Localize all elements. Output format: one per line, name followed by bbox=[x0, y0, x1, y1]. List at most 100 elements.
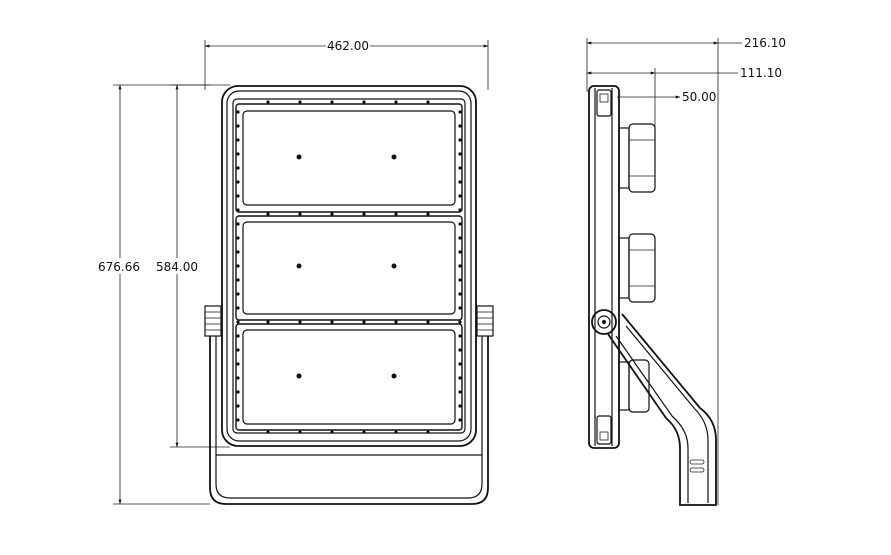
side-clip-bottom bbox=[596, 415, 612, 445]
pivot-knob bbox=[591, 309, 617, 335]
screw-dot bbox=[330, 320, 334, 324]
side-mid-label: 111.10 bbox=[740, 66, 782, 80]
lens-dot bbox=[296, 154, 302, 160]
front-view: 462.00 676.66 584.00 bbox=[96, 38, 494, 505]
screw-dot bbox=[266, 212, 270, 216]
screw-dot bbox=[236, 376, 240, 380]
screw-dot bbox=[458, 278, 462, 282]
screw-dot bbox=[394, 320, 398, 324]
screw-dot bbox=[236, 278, 240, 282]
screw-dot bbox=[298, 100, 302, 104]
screw-dot bbox=[426, 100, 430, 104]
screw-dot bbox=[236, 194, 240, 198]
screw-dot bbox=[236, 292, 240, 296]
dimension-side-mid: 111.10 bbox=[586, 66, 782, 128]
screw-dot bbox=[426, 212, 430, 216]
lens-dot bbox=[391, 263, 397, 269]
screw-dot bbox=[458, 124, 462, 128]
screw-dot bbox=[362, 430, 366, 434]
body-height-label: 584.00 bbox=[156, 260, 198, 274]
screw-dot bbox=[362, 320, 366, 324]
screw-dot bbox=[362, 100, 366, 104]
screw-dot bbox=[330, 212, 334, 216]
screw-dot bbox=[458, 152, 462, 156]
screw-dot bbox=[458, 306, 462, 310]
screw-dot bbox=[458, 404, 462, 408]
side-clip-top bbox=[596, 89, 612, 117]
screw-dot bbox=[458, 166, 462, 170]
side-housing bbox=[588, 85, 620, 449]
screw-dot bbox=[394, 100, 398, 104]
side-view: 216.10 111.10 50.00 bbox=[586, 36, 786, 506]
screw-dot bbox=[236, 418, 240, 422]
screw-dot bbox=[236, 306, 240, 310]
mounting-bracket bbox=[204, 305, 494, 505]
screw-dot bbox=[362, 212, 366, 216]
screw-dot bbox=[458, 348, 462, 352]
screw-dot bbox=[236, 334, 240, 338]
screw-dot bbox=[458, 180, 462, 184]
screw-dot bbox=[236, 124, 240, 128]
housing-outline bbox=[221, 85, 477, 447]
housing-inner bbox=[226, 90, 472, 442]
screw-dot bbox=[458, 250, 462, 254]
screw-dot bbox=[458, 362, 462, 366]
dimension-body-height: 584.00 bbox=[154, 84, 230, 448]
dimension-side-total: 216.10 bbox=[586, 36, 786, 505]
screw-dot bbox=[236, 180, 240, 184]
screw-dot bbox=[330, 430, 334, 434]
led-module-middle bbox=[235, 215, 463, 321]
screw-dot bbox=[236, 390, 240, 394]
screw-dot bbox=[236, 138, 240, 142]
side-total-label: 216.10 bbox=[744, 36, 786, 50]
screw-dot bbox=[458, 320, 462, 324]
screw-dot bbox=[458, 376, 462, 380]
screw-dot bbox=[458, 334, 462, 338]
screw-dot bbox=[236, 264, 240, 268]
screw-dot bbox=[458, 264, 462, 268]
dimension-total-height: 676.66 bbox=[96, 84, 210, 505]
dimension-side-heatsink: 50.00 bbox=[617, 90, 716, 104]
screw-dot bbox=[458, 208, 462, 212]
screw-dot bbox=[458, 292, 462, 296]
side-heatsink-top bbox=[618, 123, 656, 193]
screw-dot bbox=[236, 404, 240, 408]
screw-dot bbox=[458, 418, 462, 422]
screw-dot bbox=[266, 100, 270, 104]
screw-dot bbox=[298, 320, 302, 324]
screw-dot bbox=[236, 166, 240, 170]
screw-dot bbox=[236, 152, 240, 156]
screw-dot bbox=[236, 320, 240, 324]
lens-dot bbox=[391, 154, 397, 160]
screw-dot bbox=[458, 236, 462, 240]
screw-dot bbox=[458, 194, 462, 198]
lens-dot bbox=[296, 373, 302, 379]
screw-dot bbox=[394, 430, 398, 434]
led-module-bottom bbox=[235, 323, 463, 431]
lens-dot bbox=[296, 263, 302, 269]
bracket-knob-left bbox=[204, 305, 222, 337]
screw-dot bbox=[266, 430, 270, 434]
screw-dot bbox=[458, 110, 462, 114]
screw-dot bbox=[236, 236, 240, 240]
screw-dot bbox=[426, 320, 430, 324]
screw-dot bbox=[298, 430, 302, 434]
screw-dot bbox=[236, 250, 240, 254]
screw-dot bbox=[298, 212, 302, 216]
lens-dot bbox=[391, 373, 397, 379]
total-height-label: 676.66 bbox=[98, 260, 140, 274]
side-heatsink-middle bbox=[618, 233, 656, 303]
screw-dot bbox=[266, 320, 270, 324]
side-heatsink-label: 50.00 bbox=[682, 90, 716, 104]
screw-dot bbox=[394, 212, 398, 216]
dimension-width: 462.00 bbox=[204, 38, 489, 90]
screw-dot bbox=[236, 110, 240, 114]
screw-dot bbox=[426, 430, 430, 434]
screw-dot bbox=[236, 348, 240, 352]
frame-screws bbox=[236, 100, 462, 434]
screw-dot bbox=[458, 390, 462, 394]
side-bracket-arm bbox=[607, 313, 717, 506]
screw-dot bbox=[236, 362, 240, 366]
screw-dot bbox=[236, 208, 240, 212]
